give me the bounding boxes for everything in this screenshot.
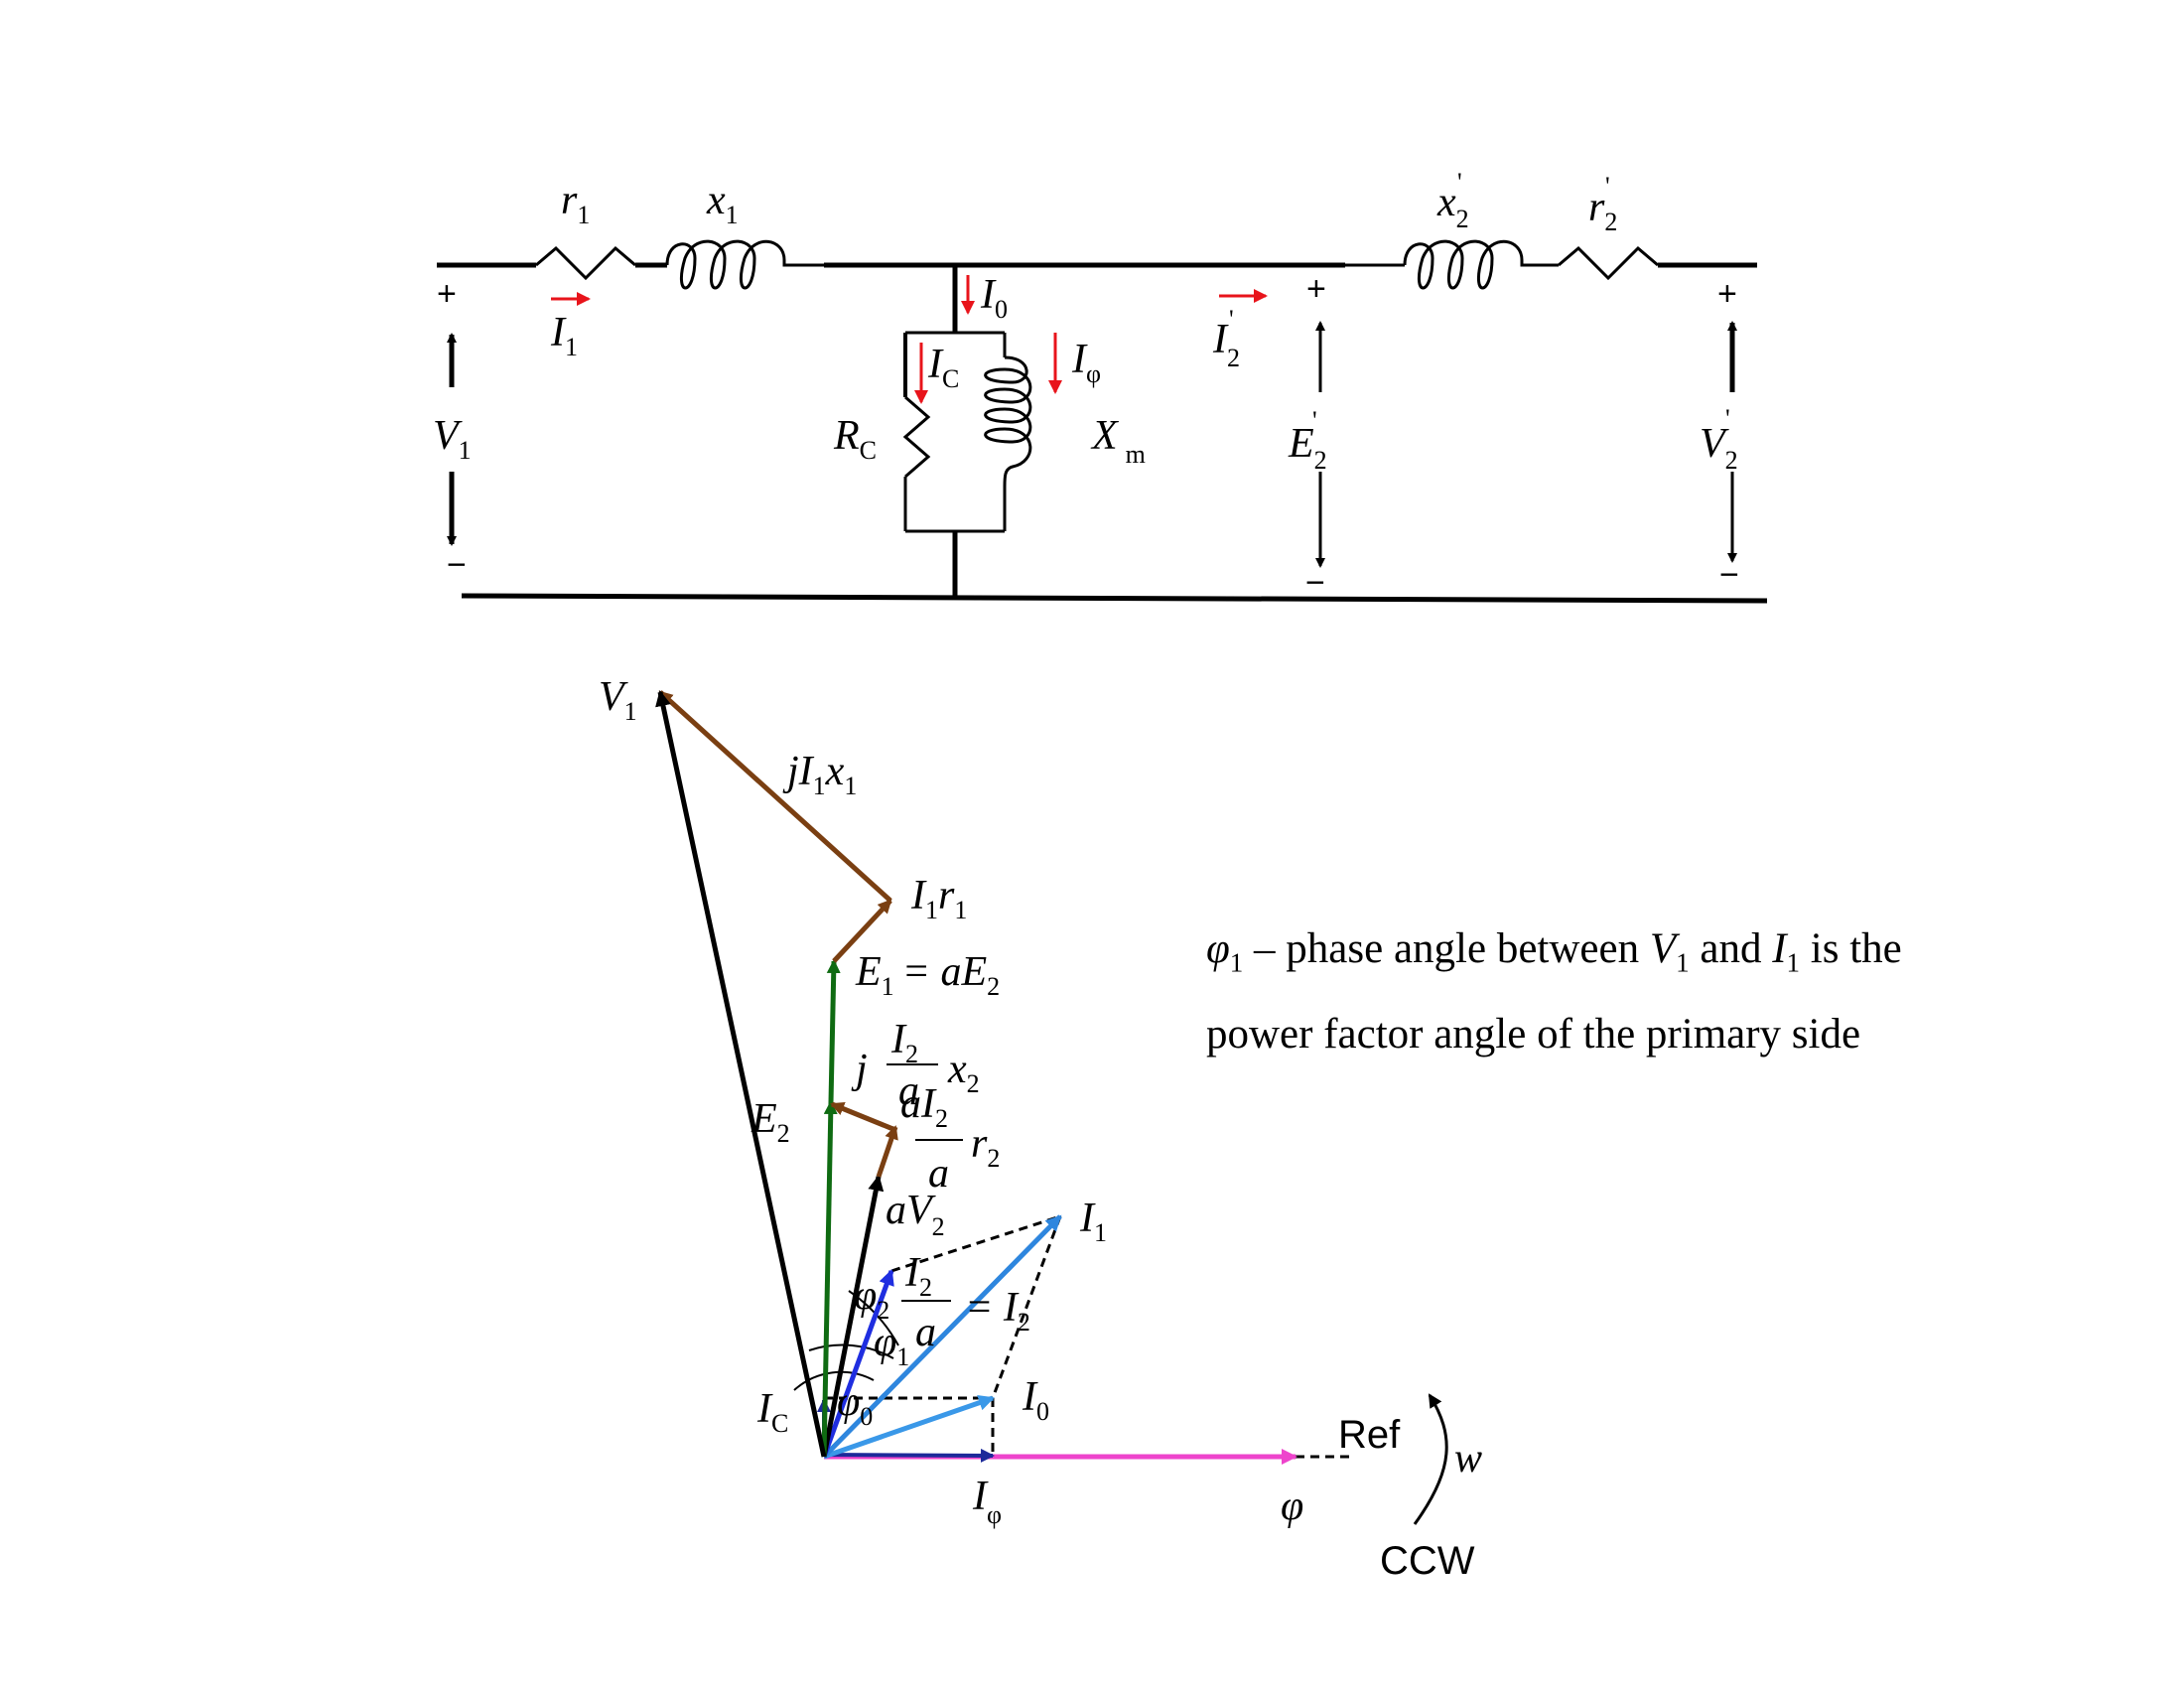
- v1-phasor: [655, 690, 827, 1458]
- flux-phasor-label: φ: [1281, 1483, 1303, 1529]
- r1-label: r1: [561, 178, 590, 229]
- i2-over-a-equals-i2-label: I2 a = I2: [901, 1250, 1030, 1355]
- e2-prime-mark: ': [1312, 406, 1317, 435]
- phi0-label: φ0: [837, 1379, 873, 1431]
- e2-phasor: [821, 1100, 838, 1458]
- i0-phasor-label: I0: [1022, 1374, 1049, 1426]
- note-line-1: φ1 – phase angle between V1 and I1 is th…: [1206, 914, 2100, 999]
- ccw-rotation-arrow: [1413, 1393, 1448, 1525]
- i1-phasor-label: I1: [1079, 1196, 1107, 1247]
- v1-plus-sign: +: [437, 275, 457, 313]
- e1-equals-ae2-label: E1= aE2: [855, 949, 1000, 1001]
- ref-label: Ref: [1338, 1413, 1401, 1457]
- rc-resistor: [902, 395, 931, 479]
- phasor-labels: V1 jI1x1 I1r1 E1= aE2 j I2 a x2 E2 aI2 a…: [599, 674, 1482, 1583]
- note-text: and: [1689, 925, 1773, 972]
- i2-x2-drop-phasor: [830, 1101, 896, 1133]
- r2-label: r2: [971, 1121, 1000, 1173]
- ic-label: IC: [927, 342, 959, 393]
- v2-prime-label: V2: [1700, 421, 1738, 475]
- phi0-arc: [793, 1370, 875, 1391]
- ic-phasor-label: IC: [756, 1386, 788, 1438]
- phi1-symbol: φ: [1206, 925, 1230, 972]
- ccw-label: CCW: [1380, 1539, 1475, 1583]
- i2-over-a-phasor: [821, 1269, 894, 1458]
- x2-label: x2: [947, 1047, 980, 1098]
- equals-i2: = I2: [965, 1285, 1030, 1337]
- i1-phasor: [822, 1214, 1062, 1459]
- x2-prime-inductor: [1403, 239, 1559, 290]
- construction-lines: [824, 1214, 1352, 1459]
- e2p-plus-sign: +: [1306, 270, 1326, 308]
- i1-subscript: 1: [1786, 947, 1801, 978]
- note-text: – phase angle between: [1243, 925, 1650, 972]
- a-denominator: a: [915, 1310, 936, 1355]
- i2-over-a-r2-label: aI2 a r2: [900, 1081, 1000, 1197]
- x1-label: x1: [706, 178, 739, 229]
- v1-symbol: V: [1649, 925, 1677, 972]
- v2p-minus-sign: −: [1719, 556, 1739, 594]
- i0-label: I0: [980, 272, 1008, 324]
- i2-numerator: I2: [890, 1017, 918, 1068]
- i1-label: I1: [550, 310, 578, 361]
- a-denominator: a: [928, 1151, 949, 1197]
- phase-angle-note: φ1 – phase angle between V1 and I1 is th…: [1206, 914, 2100, 1070]
- iphi-label: Iφ: [1071, 337, 1101, 388]
- av2-phasor: [821, 1175, 885, 1458]
- i2-numerator: I2: [904, 1250, 932, 1302]
- j-i2-over-a-x2-label: j I2 a x2: [851, 1017, 980, 1114]
- i0-phasor: [823, 1395, 995, 1460]
- parallelogram-right: [991, 1215, 1062, 1399]
- i1-r1-label: I1r1: [910, 873, 967, 924]
- v1-phasor-label: V1: [599, 674, 637, 726]
- equivalent-circuit: [437, 239, 1768, 604]
- e2-phasor-label: E2: [751, 1096, 790, 1148]
- av2-phasor-label: aV2: [886, 1188, 945, 1241]
- r2-prime-mark: ': [1605, 172, 1610, 201]
- i2-prime-mark: ': [1229, 305, 1234, 334]
- phi1-arc: [808, 1343, 894, 1359]
- ai2-numerator: aI2: [900, 1081, 948, 1133]
- v1-label: V1: [433, 413, 472, 465]
- e1-phasor: [826, 959, 841, 1103]
- phi1-subscript: 1: [1229, 947, 1244, 978]
- r2-prime-label: r2: [1588, 185, 1617, 236]
- rc-label: RC: [833, 413, 877, 465]
- phi2-label: φ2: [854, 1273, 889, 1325]
- x2-prime-label: x2: [1436, 180, 1469, 233]
- v1-subscript: 1: [1676, 947, 1690, 978]
- phi1-label: φ1: [874, 1320, 909, 1371]
- r1-resistor: [535, 245, 636, 281]
- a-denominator: a: [898, 1068, 919, 1114]
- phasor-diagram: [655, 690, 1352, 1465]
- voltage-arrows: [447, 321, 1737, 568]
- iphi-phasor: [823, 1448, 995, 1463]
- iphi-phasor-label: Iφ: [972, 1474, 1002, 1529]
- e2p-minus-sign: −: [1305, 564, 1325, 602]
- i2-prime-label: I2: [1212, 317, 1240, 372]
- bottom-wire: [461, 593, 1768, 604]
- i1-symbol: I: [1772, 925, 1787, 972]
- i2-r2-drop-phasor: [876, 1125, 898, 1178]
- j-i1-x1-label: jI1x1: [782, 749, 857, 800]
- xm-inductor: [984, 355, 1032, 488]
- e2-prime-label: E2: [1288, 421, 1327, 475]
- note-line-2: power factor angle of the primary side: [1206, 1010, 1861, 1058]
- v2p-plus-sign: +: [1717, 275, 1737, 313]
- j-symbol: j: [851, 1047, 868, 1092]
- note-text: is the: [1800, 925, 1902, 972]
- i1-x1-drop-phasor: [658, 690, 892, 903]
- i1-r1-drop-phasor: [832, 899, 892, 963]
- r2-prime-resistor: [1558, 245, 1659, 281]
- v2-prime-mark: ': [1725, 404, 1730, 433]
- v1-minus-sign: −: [447, 546, 467, 584]
- omega-label: w: [1454, 1436, 1482, 1481]
- x1-inductor: [665, 239, 824, 290]
- current-arrows: [551, 275, 1268, 404]
- x2-prime-mark: ': [1457, 168, 1462, 197]
